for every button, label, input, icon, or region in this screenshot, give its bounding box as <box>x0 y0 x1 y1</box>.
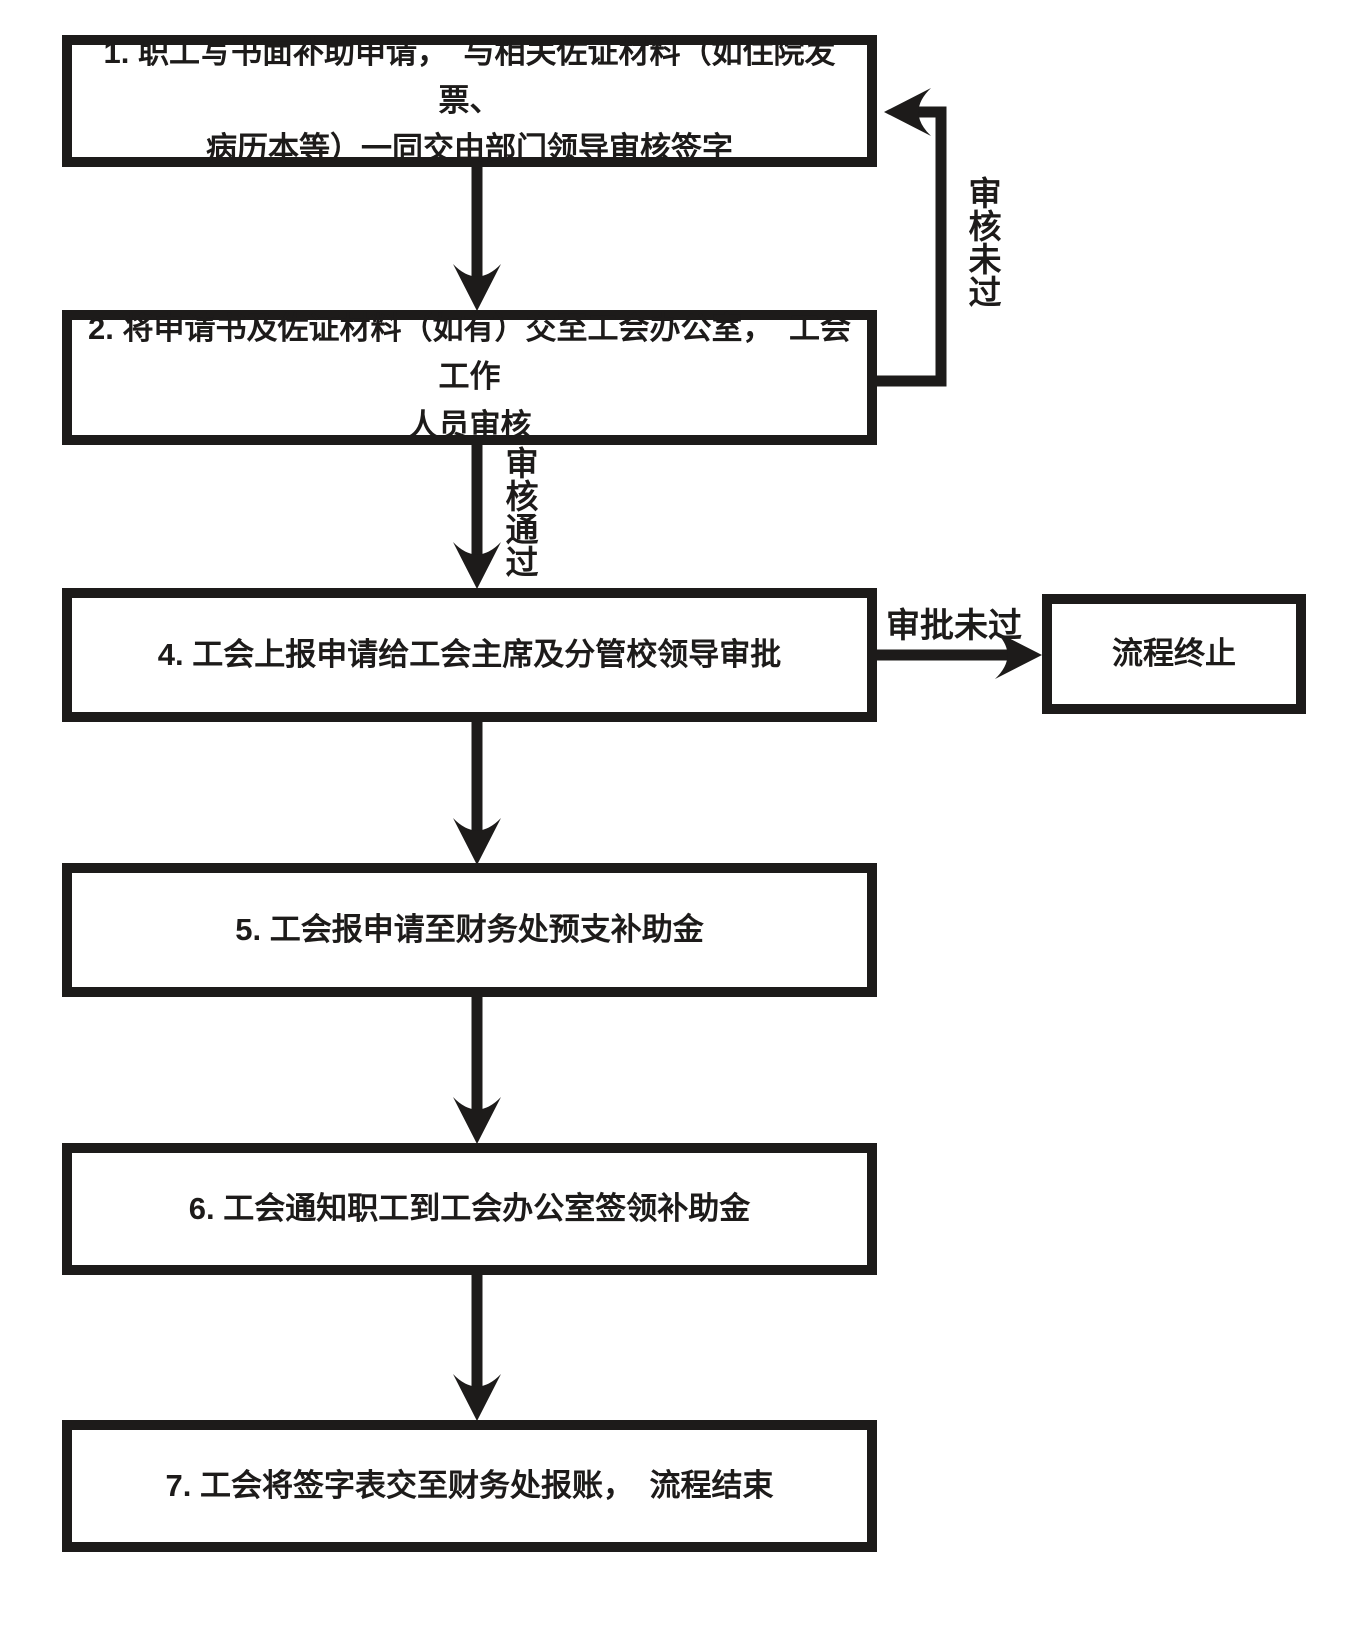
flow-step-terminate: 流程终止 <box>1042 594 1306 714</box>
edge-label-approval-failed: 审批未过 <box>886 607 1022 645</box>
flow-step-5: 5. 工会报申请至财务处预支补助金 <box>62 863 877 997</box>
flow-step-7: 7. 工会将签字表交至财务处报账， 流程结束 <box>62 1420 877 1552</box>
arrowhead-down-icon <box>453 264 501 311</box>
edge-label-review-passed: 审核通过 <box>501 446 538 578</box>
flow-step-2: 2. 将申请书及佐证材料（如有）交至工会办公室， 工会工作 人员审核 <box>62 310 877 445</box>
arrowhead-down-icon <box>453 1374 501 1421</box>
edge-label-review-failed: 审核未过 <box>964 176 1001 308</box>
flow-step-4: 4. 工会上报申请给工会主席及分管校领导审批 <box>62 588 877 722</box>
flow-step-6: 6. 工会通知职工到工会办公室签领补助金 <box>62 1143 877 1275</box>
arrowhead-left-icon <box>884 88 931 136</box>
arrow-review-failed-loop <box>877 106 947 387</box>
arrowhead-down-icon <box>453 1097 501 1144</box>
arrowhead-down-icon <box>453 542 501 589</box>
flow-step-1: 1. 职工写书面补助申请， 与相关佐证材料（如住院发票、 病历本等）一同交由部门… <box>62 35 877 167</box>
arrowhead-down-icon <box>453 818 501 865</box>
